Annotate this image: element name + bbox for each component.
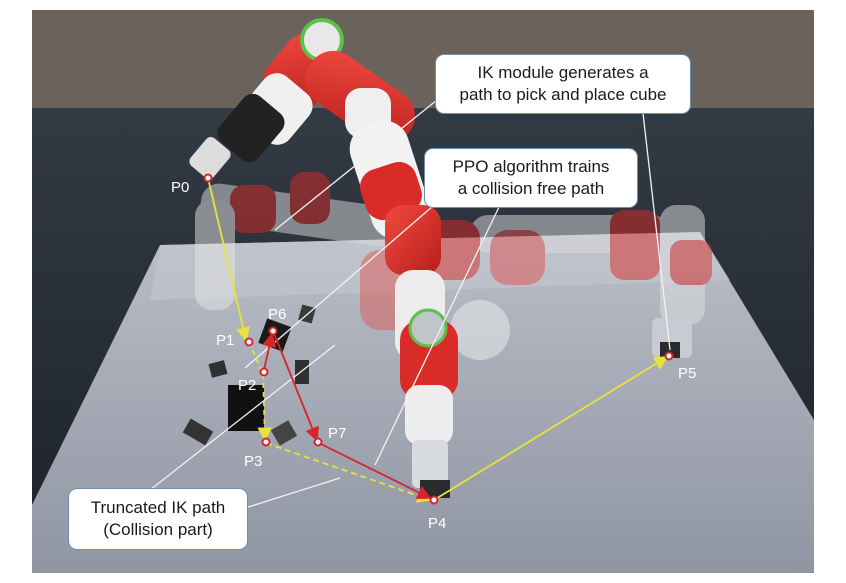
- label-p7: P7: [328, 425, 346, 442]
- ppo-segment-p2-p6: [262, 332, 277, 371]
- callout-ik-module-line2: path to pick and place cube: [459, 85, 667, 104]
- callout-truncated-line2: (Collision part): [103, 520, 213, 539]
- callout-ppo-line1: PPO algorithm trains: [452, 157, 610, 176]
- ik-segment-p0-p1: [207, 177, 251, 342]
- label-p0: P0: [171, 179, 189, 196]
- waypoints: [203, 173, 674, 505]
- label-p4: P4: [428, 515, 446, 532]
- waypoint-p0: [203, 173, 213, 183]
- ik-segment-p1-p2: [248, 341, 263, 373]
- ik-segment-p3-p4: [265, 442, 432, 503]
- callout-ik-module: IK module generates a path to pick and p…: [435, 54, 691, 114]
- ceiling: [32, 10, 814, 110]
- waypoint-p2: [259, 367, 269, 377]
- ppo-segment-p6-p7: [272, 330, 319, 442]
- ppo-segment-p7-p4: [318, 442, 432, 499]
- label-p6: P6: [268, 306, 286, 323]
- robot-arm: [189, 18, 458, 488]
- callout-truncated-line1: Truncated IK path: [90, 498, 226, 517]
- ik-path: [207, 177, 669, 503]
- callout-leaders: [149, 99, 671, 509]
- label-p3: P3: [244, 453, 262, 470]
- label-p5: P5: [678, 365, 696, 382]
- ik-segment-p4-p5: [433, 356, 669, 501]
- black-obstacle: [228, 385, 264, 431]
- callout-truncated-ik: Truncated IK path (Collision part): [68, 488, 248, 550]
- ik-segment-p2-p3: [257, 373, 272, 442]
- label-p1: P1: [216, 332, 234, 349]
- waypoint-p7: [313, 437, 323, 447]
- waypoint-p4: [429, 495, 439, 505]
- waypoint-p6: [268, 326, 278, 336]
- ppo-path: [262, 330, 432, 499]
- callout-ppo: PPO algorithm trains a collision free pa…: [424, 148, 638, 208]
- waypoint-p1: [244, 337, 254, 347]
- label-p2: P2: [238, 377, 256, 394]
- ghost-robot-arms: [195, 172, 712, 360]
- waypoint-p5: [664, 351, 674, 361]
- callout-ppo-line2: a collision free path: [457, 179, 605, 198]
- callout-ik-module-line1: IK module generates a: [477, 63, 649, 82]
- waypoint-p3: [261, 437, 271, 447]
